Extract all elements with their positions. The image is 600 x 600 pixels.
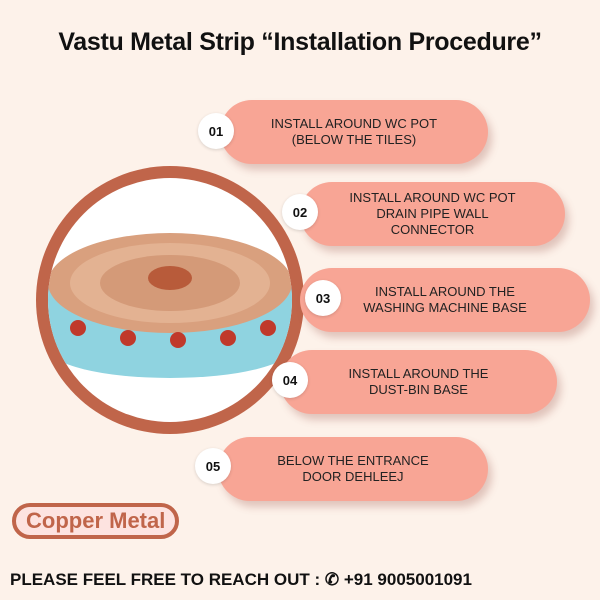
step-1: INSTALL AROUND WC POT(BELOW THE TILES) [220, 100, 488, 164]
step-number: 05 [195, 448, 231, 484]
step-number: 01 [198, 113, 234, 149]
copper-metal-label: Copper Metal [12, 503, 180, 539]
footer-text: PLEASE FEEL FREE TO REACH OUT : [10, 570, 321, 589]
product-image-frame [36, 166, 304, 434]
step-number: 02 [282, 194, 318, 230]
phone-number[interactable]: +91 9005001091 [343, 570, 472, 589]
step-number: 04 [272, 362, 308, 398]
step-number: 03 [305, 280, 341, 316]
page-title: Vastu Metal Strip “Installation Procedur… [58, 28, 542, 56]
contact-footer: PLEASE FEEL FREE TO REACH OUT : ✆ +91 90… [10, 570, 472, 590]
phone-icon: ✆ [324, 570, 340, 589]
copper-strip-roll-image [48, 233, 292, 378]
